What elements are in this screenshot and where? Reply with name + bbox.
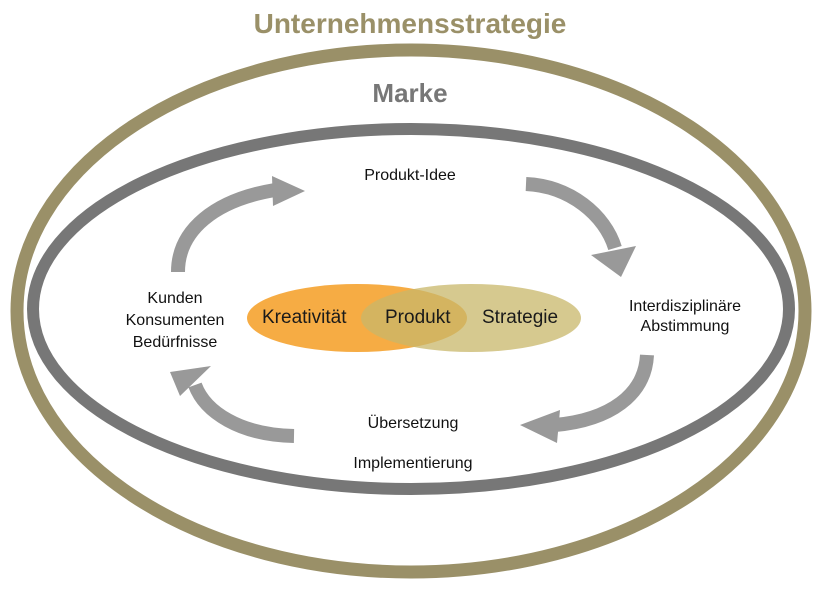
label-umsetzung: Übersetzung Implementierung [353, 415, 473, 472]
label-produkt-idee: Produkt-Idee [364, 167, 456, 184]
label-abstimmung: Interdisziplinäre Abstimmung [628, 298, 742, 335]
arrow-bottom-to-left [188, 382, 295, 443]
inner-ring-marke [27, 123, 795, 495]
cycle-arrows [171, 177, 654, 443]
venn-label-produkt: Produkt [385, 307, 451, 328]
arrow-right-to-bottom [554, 354, 654, 432]
inner-title: Marke [372, 78, 448, 108]
arrow-top-to-right [525, 177, 622, 251]
outer-ring-unternehmensstrategie [10, 43, 812, 579]
arrowhead-left [170, 366, 211, 396]
outer-title: Unternehmensstrategie [253, 8, 567, 39]
arrowhead-top [272, 176, 305, 206]
arrow-left-to-top [171, 183, 277, 273]
arrowhead-right [591, 246, 636, 277]
venn-label-kreativitaet: Kreativität [262, 307, 347, 328]
venn-label-strategie: Strategie [482, 307, 559, 328]
arrowhead-bottom [520, 410, 560, 443]
venn-strategie [361, 284, 581, 352]
label-kunden: Kunden Konsumenten Bedürfnisse [125, 290, 225, 351]
